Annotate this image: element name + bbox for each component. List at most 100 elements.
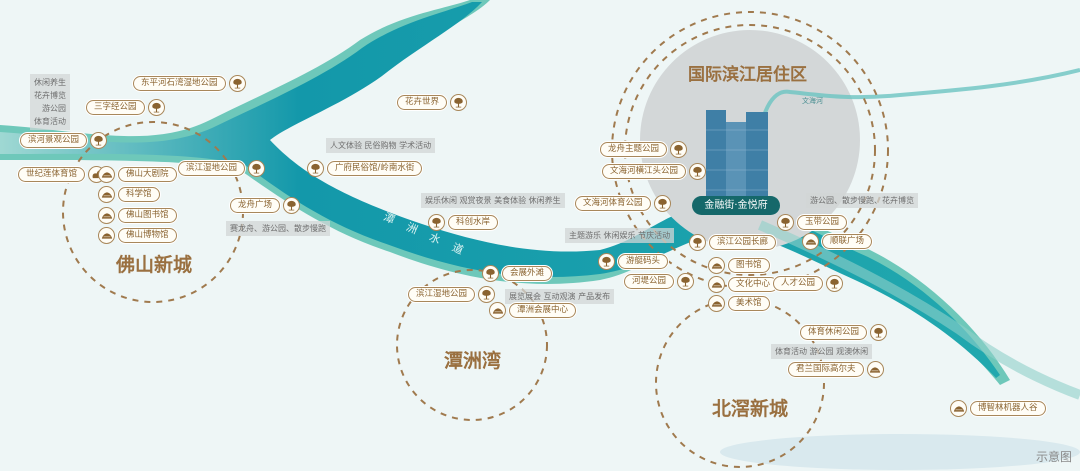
poi-label[interactable]: 体育休闲公园 <box>800 325 868 340</box>
building-icon <box>98 207 115 224</box>
building-icon <box>98 166 115 183</box>
district-foshan: 佛山新城 <box>116 254 193 276</box>
building-icon <box>708 257 725 274</box>
poi-label[interactable]: 科创水岸 <box>448 215 499 230</box>
poi-label[interactable]: 滨河景观公园 <box>20 133 88 148</box>
poi-huizhan_wt[interactable]: 会展外滩 <box>482 265 553 282</box>
poi-label[interactable]: 科学馆 <box>118 187 160 202</box>
poi-label[interactable]: 美术馆 <box>728 296 770 311</box>
tag-line: 体育活动 <box>34 117 66 126</box>
tag-huizhan: 展览展会 互动观演 产品发布 <box>505 289 615 304</box>
tree-icon <box>677 273 695 290</box>
poi-wenhai_ty[interactable]: 文海河体育公园 <box>575 195 671 212</box>
poi-wenhai_hjt[interactable]: 文海河横江头公园 <box>602 163 707 180</box>
poi-label[interactable]: 博智林机器人谷 <box>970 401 1046 416</box>
tag-line: 游公园 <box>42 104 66 113</box>
poi-label[interactable]: 东平河石湾湿地公园 <box>133 76 226 91</box>
poi-tushuguan_fs[interactable]: 佛山图书馆 <box>98 207 177 224</box>
poi-label[interactable]: 滨江湿地公园 <box>178 161 246 176</box>
river-small-label: 文海河 <box>802 97 823 105</box>
poi-binjiang_shidi2[interactable]: 滨江湿地公园 <box>408 286 496 303</box>
poi-label[interactable]: 滨江湿地公园 <box>408 287 476 302</box>
lower-water-wash <box>720 434 1080 470</box>
project-badge[interactable]: 金融街·金悦府 <box>692 196 780 215</box>
tree-icon <box>428 214 445 231</box>
tag-youting: 主题游乐 休闲娱乐 节庆活动 <box>565 228 675 243</box>
poi-label[interactable]: 河堤公园 <box>624 274 675 289</box>
poi-label[interactable]: 三字经公园 <box>86 100 145 115</box>
tree-icon <box>450 94 468 111</box>
poi-label[interactable]: 佛山博物馆 <box>118 228 177 243</box>
poi-dajuyuan[interactable]: 佛山大剧院 <box>98 166 177 183</box>
poi-rencai[interactable]: 人才公园 <box>773 275 844 292</box>
poi-yudai[interactable]: 玉带公园 <box>777 214 848 231</box>
poi-tanzhou_hz[interactable]: 潭洲会展中心 <box>489 302 577 319</box>
poi-tiyu_xx[interactable]: 体育休闲公园 <box>800 324 888 341</box>
poi-tushuguan[interactable]: 图书馆 <box>708 257 770 274</box>
poi-dongping[interactable]: 东平河石湾湿地公园 <box>133 75 246 92</box>
tree-icon <box>307 160 324 177</box>
poi-label[interactable]: 滨江公园长廊 <box>709 235 777 250</box>
poi-shunlian[interactable]: 顺联广场 <box>802 233 873 250</box>
project-towers <box>706 110 768 200</box>
tag-guangfu: 人文体验 民俗购物 学术活动 <box>326 138 436 153</box>
poi-label[interactable]: 文海河横江头公园 <box>602 164 687 179</box>
tree-icon <box>870 324 888 341</box>
tanzhou-circle <box>396 269 548 421</box>
tag-line: 休闲养生 <box>34 78 66 87</box>
poi-hedi[interactable]: 河堤公园 <box>624 273 695 290</box>
building-icon <box>98 227 115 244</box>
poi-guangfu[interactable]: 广府民俗馆/岭南水街 <box>307 160 423 177</box>
poi-youting[interactable]: 游艇码头 <box>598 253 669 270</box>
poi-label[interactable]: 佛山大剧院 <box>118 167 177 182</box>
poi-label[interactable]: 玉带公园 <box>797 215 848 230</box>
poi-label[interactable]: 人才公园 <box>773 276 824 291</box>
district-tanzhou: 潭洲湾 <box>444 350 502 372</box>
poi-label[interactable]: 世纪莲体育馆 <box>18 167 86 182</box>
poi-label[interactable]: 广府民俗馆/岭南水街 <box>327 161 423 176</box>
tree-icon <box>689 163 707 180</box>
poi-label[interactable]: 龙舟广场 <box>230 198 281 213</box>
tag-yudai: 游公园、散步慢跑、花卉博览 <box>806 193 918 208</box>
building-icon <box>708 276 725 293</box>
poi-longzhou_zt[interactable]: 龙舟主题公园 <box>600 141 688 158</box>
poi-label[interactable]: 龙舟主题公园 <box>600 142 668 157</box>
tree-icon <box>248 160 266 177</box>
poi-label[interactable]: 君兰国际高尔夫 <box>788 362 864 377</box>
tree-icon <box>689 234 706 251</box>
tag-left-column: 休闲养生 花卉博览 游公园 体育活动 <box>30 74 70 130</box>
poi-binjiang_shidi1[interactable]: 滨江湿地公园 <box>178 160 266 177</box>
poi-label[interactable]: 游艇码头 <box>618 254 669 269</box>
tree-icon <box>777 214 794 231</box>
poi-bozhilin[interactable]: 博智林机器人谷 <box>950 400 1046 417</box>
poi-bowuguan[interactable]: 佛山博物馆 <box>98 227 177 244</box>
poi-label[interactable]: 图书馆 <box>728 258 770 273</box>
building-icon <box>489 302 506 319</box>
poi-shijilian[interactable]: 世纪莲体育馆 <box>18 166 106 183</box>
tree-icon <box>90 132 108 149</box>
poi-label[interactable]: 花卉世界 <box>397 95 448 110</box>
poi-meishu[interactable]: 美术馆 <box>708 295 770 312</box>
poi-label[interactable]: 顺联广场 <box>822 234 873 249</box>
tree-icon <box>147 99 165 116</box>
poi-label[interactable]: 潭洲会展中心 <box>509 303 577 318</box>
poi-binhe[interactable]: 滨河景观公园 <box>20 132 108 149</box>
poi-junlan[interactable]: 君兰国际高尔夫 <box>788 361 884 378</box>
poi-longzhou_gc[interactable]: 龙舟广场 <box>230 197 301 214</box>
poi-kexueguan[interactable]: 科学馆 <box>98 186 160 203</box>
poi-wenhua[interactable]: 文化中心 <box>708 276 779 293</box>
poi-label[interactable]: 会展外滩 <box>502 266 553 281</box>
tree-icon <box>482 265 499 282</box>
building-icon <box>98 186 115 203</box>
map-title: 国际滨江居住区 <box>688 65 807 85</box>
poi-huahui[interactable]: 花卉世界 <box>397 94 468 111</box>
poi-kechuang[interactable]: 科创水岸 <box>428 214 499 231</box>
poi-binjiang_cl[interactable]: 滨江公园长廊 <box>689 234 777 251</box>
poi-label[interactable]: 佛山图书馆 <box>118 208 177 223</box>
residential-outer-circle-1 <box>624 24 876 276</box>
poi-sanzijing[interactable]: 三字经公园 <box>86 99 165 116</box>
district-beijiao: 北滘新城 <box>712 398 789 420</box>
poi-label[interactable]: 文化中心 <box>728 277 779 292</box>
poi-label[interactable]: 文海河体育公园 <box>575 196 651 211</box>
